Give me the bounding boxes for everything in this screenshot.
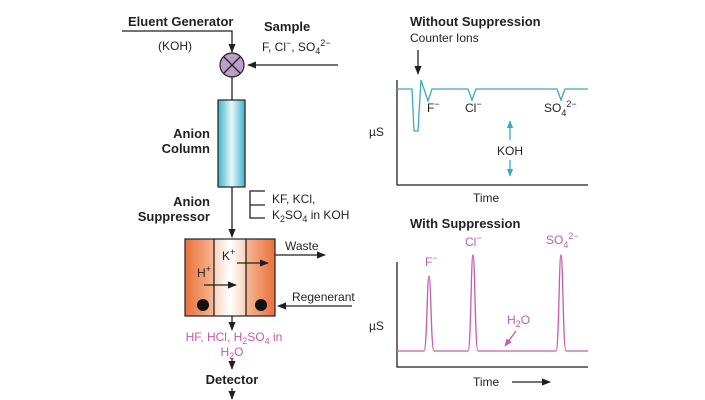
suppressed-effluent-line1: HF, HCl, H2SO4 in <box>186 330 283 346</box>
peak-label-so4: SO42− <box>544 99 577 118</box>
peak-label-f: F− <box>425 253 438 269</box>
chart-without-suppression: Without Suppression Counter Ions F− Cl− … <box>369 14 588 205</box>
peak-label-cl: Cl− <box>465 99 482 115</box>
axes <box>396 80 588 186</box>
sample-ions-label: F, Cl−, SO42− <box>262 38 331 56</box>
chart-with-suppression: With Suppression F− Cl− SO42− µS H2O Tim… <box>369 216 588 389</box>
column-effluent-line2: K2SO4 in KOH <box>272 208 349 224</box>
x-axis-label: Time <box>473 375 500 389</box>
suppressor-label-2: Suppressor <box>138 209 210 224</box>
flow-diagram: Eluent Generator (KOH) Sample F, Cl−, SO… <box>122 14 355 400</box>
anion-column <box>217 99 246 188</box>
column-label-2: Column <box>162 141 210 156</box>
h-ion-label: H+ <box>197 264 211 280</box>
water-label: H2O <box>507 313 530 329</box>
eluent-line <box>122 30 236 53</box>
anion-suppressor <box>184 238 276 317</box>
column-label-1: Anion <box>173 126 210 141</box>
suppressed-effluent-line2: H2O <box>220 345 243 361</box>
column-effluent-line1: KF, KCl, <box>272 192 315 206</box>
eluent-label: (KOH) <box>158 39 192 53</box>
water-arrow <box>504 330 517 347</box>
peak-label-cl: Cl− <box>465 233 482 249</box>
k-ion-label: K+ <box>222 247 235 263</box>
injection-valve-icon <box>219 52 245 78</box>
x-axis-label: Time <box>473 191 500 205</box>
suppressor-label-1: Anion <box>173 194 210 209</box>
peak-label-so4: SO42− <box>546 231 579 250</box>
membrane-dot-icon <box>255 299 267 311</box>
detector-label: Detector <box>206 372 259 387</box>
trace-unsuppressed <box>397 79 588 132</box>
koh-label: KOH <box>497 144 523 158</box>
chart-title: Without Suppression <box>410 14 541 29</box>
eluent-generator-label: Eluent Generator <box>128 14 233 29</box>
trace-suppressed <box>397 254 588 352</box>
axes <box>396 262 588 368</box>
chart-title: With Suppression <box>410 216 520 231</box>
y-axis-label: µS <box>369 125 384 139</box>
effluent-bracket <box>249 190 265 219</box>
regenerant-label: Regenerant <box>292 290 355 304</box>
membrane-dot-icon <box>197 299 209 311</box>
peak-label-f: F− <box>427 99 440 115</box>
sample-label: Sample <box>264 19 310 34</box>
counter-ions-label: Counter Ions <box>410 31 479 45</box>
waste-label: Waste <box>285 239 319 253</box>
y-axis-label: µS <box>369 319 384 333</box>
